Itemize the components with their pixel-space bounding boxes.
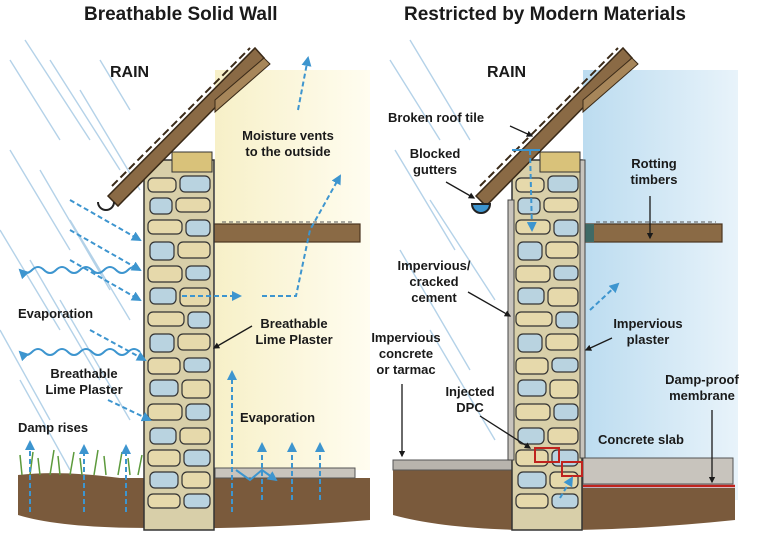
leader-impervious-cement: [467, 291, 512, 317]
label-impervious-concrete: Impervious concrete or tarmac: [364, 330, 448, 378]
label-evaporation-left: Evaporation: [18, 306, 94, 321]
label-impervious-concrete-line3: or tarmac: [376, 362, 436, 377]
label-breathable-inner-line2: Lime Plaster: [255, 332, 333, 347]
left-moisture-arrows: [25, 56, 341, 512]
label-breathable-inner-line1: Breathable: [260, 316, 328, 331]
right-injected-dpc: [534, 447, 560, 463]
label-impervious-cement-line3: cement: [411, 290, 457, 305]
left-panel-title: Breathable Solid Wall: [84, 4, 278, 25]
left-rain: [0, 39, 141, 471]
leader-blocked-gutters: [445, 181, 476, 199]
label-rotting-timbers-line2: timbers: [630, 172, 678, 187]
right-concrete-slab: [582, 457, 734, 485]
right-blocked-gutter: [470, 203, 492, 214]
label-breathable-outer-line1: Breathable: [50, 366, 118, 381]
label-impervious-plaster-line1: Impervious: [613, 316, 683, 331]
label-blocked-gutters: Blocked gutters: [404, 146, 466, 178]
left-wall-plate: [171, 151, 213, 173]
label-rotting-timbers: Rotting timbers: [618, 156, 690, 188]
label-blocked-gutters-line2: gutters: [412, 162, 458, 177]
label-damp-proof-line2: membrane: [669, 388, 735, 403]
label-damp-rises: Damp rises: [18, 420, 89, 435]
label-moisture-vents-line2: to the outside: [245, 144, 331, 159]
label-impervious-cement-line1: Impervious/: [397, 258, 471, 273]
label-impervious-plaster: Impervious plaster: [606, 316, 690, 348]
right-wall-plate: [539, 151, 581, 173]
label-broken-roof-tile: Broken roof tile: [388, 110, 485, 125]
right-internal-plaster: [579, 159, 586, 459]
label-injected-dpc-line2: DPC: [456, 400, 484, 415]
left-panel: [0, 39, 370, 531]
label-breathable-outer-line2: Lime Plaster: [45, 382, 123, 397]
label-impervious-cement: Impervious/ cracked cement: [388, 258, 480, 306]
leader-impervious-plaster: [584, 337, 613, 351]
label-moisture-vents: Moisture vents to the outside: [236, 128, 340, 160]
left-floor-beam: [191, 223, 361, 243]
label-injected-dpc: Injected DPC: [440, 384, 500, 416]
label-impervious-concrete-line1: Impervious: [371, 330, 441, 345]
right-stones: [515, 175, 579, 509]
leader-injected-dpc: [479, 415, 532, 449]
left-rain-label: RAIN: [110, 64, 150, 81]
label-damp-proof-line1: Damp-proof: [665, 372, 739, 387]
label-rotting-timbers-line1: Rotting: [631, 156, 677, 171]
right-panel-title: Restricted by Modern Materials: [404, 4, 686, 25]
left-stones: [147, 175, 211, 509]
label-moisture-vents-line1: Moisture vents: [242, 128, 334, 143]
right-external-cement: [507, 199, 515, 461]
label-injected-dpc-line1: Injected: [445, 384, 495, 399]
left-gutter: [97, 201, 115, 211]
right-rain-label: RAIN: [487, 64, 527, 81]
right-concrete-tarmac: [392, 459, 519, 471]
label-evaporation-right: Evaporation: [240, 410, 316, 425]
left-floor-slab: [214, 467, 356, 479]
left-evaporation-waves: [18, 266, 278, 482]
right-panel: [389, 39, 738, 531]
leader-broken-tile: [509, 125, 534, 137]
left-grass: [19, 449, 143, 476]
leader-breathable-inner: [212, 325, 253, 349]
label-impervious-concrete-line2: concrete: [378, 346, 434, 361]
label-blocked-gutters-line1: Blocked: [409, 146, 461, 161]
label-impervious-plaster-line2: plaster: [626, 332, 670, 347]
label-concrete-slab: Concrete slab: [598, 432, 684, 447]
label-damp-proof-membrane: Damp-proof membrane: [658, 372, 746, 404]
right-moisture-arrows: [526, 149, 620, 499]
label-impervious-cement-line2: cracked: [409, 274, 459, 289]
label-breathable-inner: Breathable Lime Plaster: [246, 316, 342, 348]
left-interior: [215, 70, 370, 470]
right-rain: [389, 39, 496, 441]
label-breathable-outer: Breathable Lime Plaster: [36, 366, 132, 398]
